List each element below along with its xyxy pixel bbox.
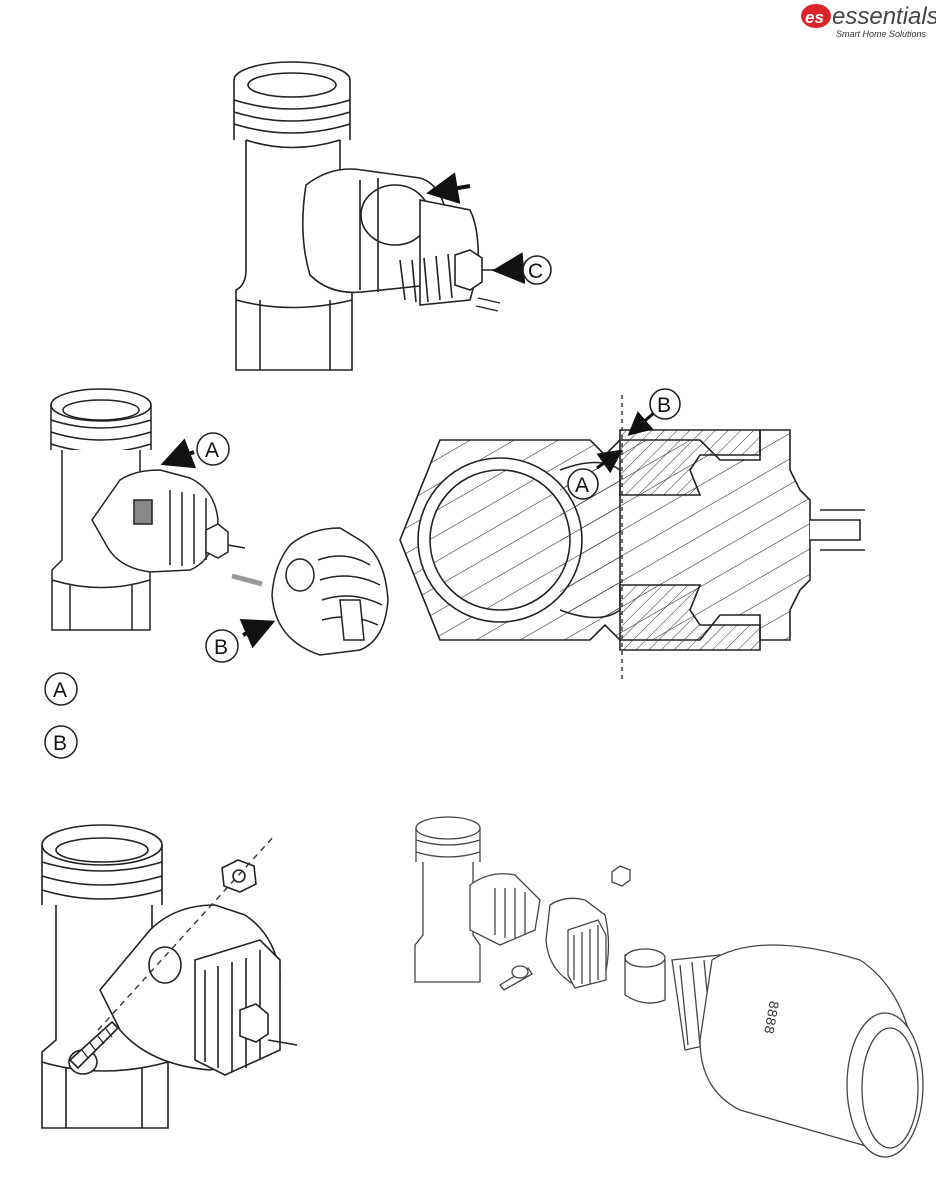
- figure-valve-check: C: [234, 62, 551, 370]
- legend-item-a: A: [53, 679, 67, 702]
- figure-adapter-fit: A B: [51, 389, 388, 662]
- fig3-callout-a: A: [575, 474, 589, 497]
- fig2-callout-b: B: [214, 636, 228, 659]
- figure-cross-section: B A: [400, 389, 865, 680]
- callout-c-label: C: [528, 260, 543, 283]
- legend-item-b: B: [53, 732, 67, 755]
- legend: A B: [45, 673, 77, 758]
- fig2-callout-a: A: [205, 439, 219, 462]
- figure-exploded-assembly: 8888: [415, 817, 923, 1157]
- fig3-callout-b: B: [657, 394, 671, 417]
- figure-adapter-mounted: [42, 825, 297, 1128]
